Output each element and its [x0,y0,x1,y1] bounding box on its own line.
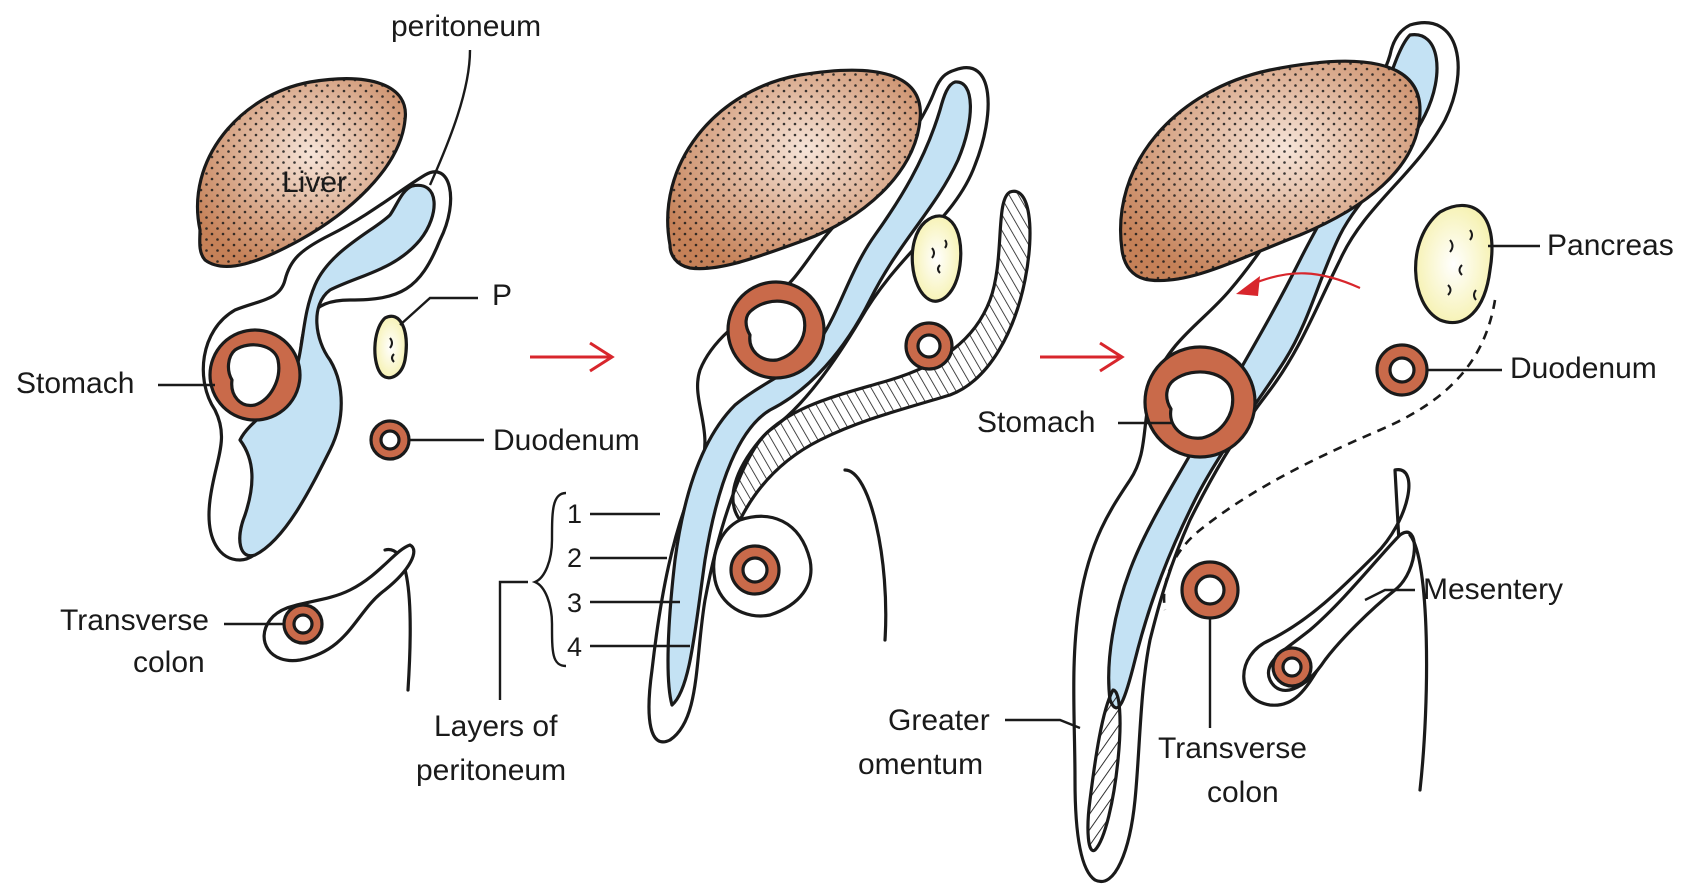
greater-omentum-label-2: omentum [858,748,983,781]
duodenum-label: Duodenum [1510,352,1657,385]
transverse-colon-lumen [743,558,767,582]
liver-label: Liver [282,166,347,199]
duodenum-lumen [918,335,940,357]
pancreas [1416,205,1492,322]
greater-omentum-leader [1005,720,1080,728]
duodenum-lumen [381,431,399,449]
progression-arrow-1 [530,343,612,371]
pancreas [912,216,961,301]
transverse-colon-label-2: colon [1207,776,1279,809]
layer-number-4: 4 [567,632,582,662]
layers-label-2: peritoneum [416,754,566,787]
duodenum-label: Duodenum [493,424,640,457]
layers-leader [500,582,528,700]
layer-number-3: 3 [567,588,582,618]
layer-number-1: 1 [567,499,582,529]
transverse-colon-lumen [294,615,312,633]
layers-label-1: Layers of [434,710,558,743]
greater-omentum-label-1: Greater [888,704,990,737]
duodenum-lumen [1390,358,1414,382]
progression-arrow-2 [1040,343,1122,371]
transverse-colon-lumen [1196,576,1224,604]
posterior-wall [845,470,886,640]
pancreas-leader [400,298,478,325]
stomach-label: Stomach [16,367,134,400]
panel-1: Liver peritoneum Stomach P Duodenum Tran… [16,10,640,690]
transverse-mesocolon [264,545,414,661]
layer-number-2: 2 [567,543,582,573]
peritoneum-leader [430,50,470,185]
small-intestine-lumen [1283,658,1301,676]
stomach-label: Stomach [977,406,1095,439]
transverse-colon-label-1: Transverse [60,604,209,637]
mesentery-label: Mesentery [1423,573,1563,606]
transverse-colon-label-1: Transverse [1158,732,1307,765]
transverse-colon-label-2: colon [133,646,205,679]
pancreas-label: Pancreas [1547,229,1674,262]
layers-brace [535,493,566,666]
pancreas-label: P [492,279,512,312]
peritoneum-label: peritoneum [391,10,541,43]
